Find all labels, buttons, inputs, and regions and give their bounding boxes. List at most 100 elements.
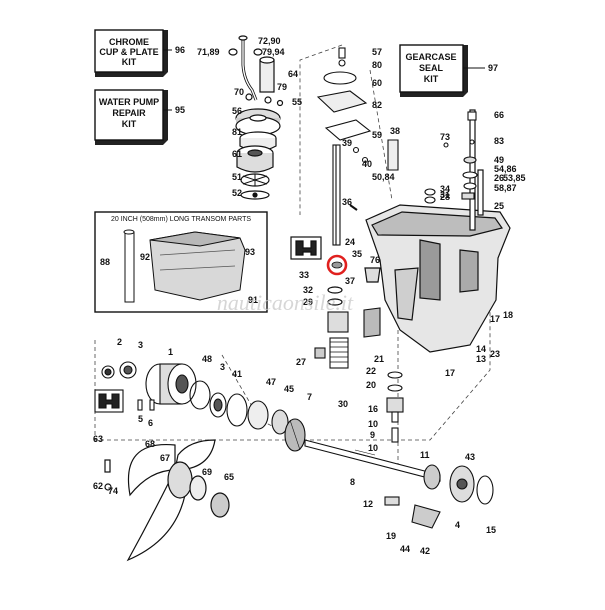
gearcase-housing [365, 109, 511, 353]
callout-68: 68 [145, 439, 155, 449]
water-pump-assembly [228, 35, 284, 200]
callout-59: 59 [372, 130, 382, 140]
callout-44: 44 [400, 544, 410, 554]
callout-42: 42 [420, 546, 430, 556]
callout-12: 12 [363, 499, 373, 509]
callout-52: 52 [232, 188, 242, 198]
callout-35: 35 [352, 249, 362, 259]
water-pump-kit-line2: REPAIR [112, 108, 146, 118]
gearcase-kit-line3: KIT [424, 74, 439, 84]
seal-detail [290, 236, 381, 306]
callout-18: 18 [503, 310, 513, 320]
callout-41: 41 [232, 369, 242, 379]
gearcase-kit-line1: GEARCASE [405, 52, 456, 62]
callout-64: 64 [288, 69, 298, 79]
callout-62: 62 [93, 481, 103, 491]
callout-14: 14 [476, 344, 486, 354]
callout-43: 43 [465, 452, 475, 462]
callout-10a: 10 [368, 419, 378, 429]
callout-60: 60 [372, 78, 382, 88]
callout-48: 48 [202, 354, 212, 364]
callout-49: 49 [494, 155, 504, 165]
callout-32: 32 [303, 285, 313, 295]
callout-39: 39 [342, 138, 352, 148]
callout-30: 30 [338, 399, 348, 409]
callout-16: 16 [368, 404, 378, 414]
callout-40: 40 [362, 159, 372, 169]
driveshaft-assembly [316, 47, 399, 246]
callout-38: 38 [390, 126, 400, 136]
chrome-kit-line1: CHROME [109, 37, 149, 47]
callout-69: 69 [202, 467, 212, 477]
callout-73: 73 [440, 132, 450, 142]
callout-24: 24 [345, 237, 355, 247]
callout-65: 65 [224, 472, 234, 482]
callout-88: 88 [100, 257, 110, 267]
propeller [104, 439, 230, 562]
callout-58-87: 58,87 [494, 183, 517, 193]
bearing-parts [314, 307, 381, 369]
callout-80: 80 [372, 60, 382, 70]
water-pump-kit-line3: KIT [122, 119, 137, 129]
callout-6: 6 [148, 418, 153, 428]
callout-19: 19 [386, 531, 396, 541]
callout-55: 55 [292, 97, 302, 107]
chrome-kit-ref: 96 [175, 45, 185, 55]
callout-76: 76 [370, 255, 380, 265]
callout-63: 63 [93, 434, 103, 444]
callout-22: 22 [366, 366, 376, 376]
callout-17b: 17 [445, 368, 455, 378]
chrome-kit-line3: KIT [122, 57, 137, 67]
callout-81: 81 [232, 127, 242, 137]
callout-8: 8 [350, 477, 355, 487]
gearcase-kit-ref: 97 [488, 63, 498, 73]
callout-66: 66 [494, 110, 504, 120]
callout-57: 57 [372, 47, 382, 57]
callout-36: 36 [342, 197, 352, 207]
callout-47: 47 [266, 377, 276, 387]
callout-17a: 17 [490, 314, 500, 324]
callout-71-89: 71,89 [197, 47, 220, 57]
callout-79-94: 79,94 [262, 47, 285, 57]
gearcase-seal-kit-box: GEARCASE SEAL KIT 97 [399, 44, 498, 97]
callout-53-85: 53,85 [503, 173, 526, 183]
callout-10b: 10 [368, 443, 378, 453]
callout-33: 33 [299, 270, 309, 280]
callout-1: 1 [168, 347, 173, 357]
callout-93: 93 [245, 247, 255, 257]
callout-79: 79 [277, 82, 287, 92]
callout-21: 21 [374, 354, 384, 364]
callout-20: 20 [366, 380, 376, 390]
callout-92: 92 [140, 252, 150, 262]
callout-4: 4 [455, 520, 460, 530]
shift-linkage-parts [424, 111, 478, 204]
callout-34: 34 [440, 184, 450, 194]
callout-11: 11 [420, 450, 430, 460]
callout-67: 67 [160, 453, 170, 463]
water-pump-kit-line1: WATER PUMP [99, 97, 159, 107]
transom-panel-title: 20 INCH (508mm) LONG TRANSOM PARTS [111, 216, 251, 223]
callout-54-86: 54,86 [494, 164, 517, 174]
callout-61: 61 [232, 149, 242, 159]
callout-91: 91 [248, 295, 258, 305]
callout-5: 5 [138, 414, 143, 424]
transom-parts-panel: 20 INCH (508mm) LONG TRANSOM PARTS [94, 211, 268, 313]
callout-23: 23 [490, 349, 500, 359]
callout-37: 37 [345, 276, 355, 286]
callout-3b: 3 [220, 362, 225, 372]
callout-25: 25 [494, 201, 504, 211]
callout-13: 13 [476, 354, 486, 364]
gearcase-kit-line2: SEAL [419, 63, 444, 73]
callout-2: 2 [117, 337, 122, 347]
callout-9: 9 [370, 430, 375, 440]
callout-27: 27 [296, 357, 306, 367]
callout-26: 26 [494, 173, 504, 183]
callout-15: 15 [486, 525, 496, 535]
callout-56: 56 [232, 106, 242, 116]
callout-82: 82 [372, 100, 382, 110]
callout-28: 28 [440, 192, 450, 202]
callout-45: 45 [284, 384, 294, 394]
callout-3a: 3 [138, 340, 143, 350]
